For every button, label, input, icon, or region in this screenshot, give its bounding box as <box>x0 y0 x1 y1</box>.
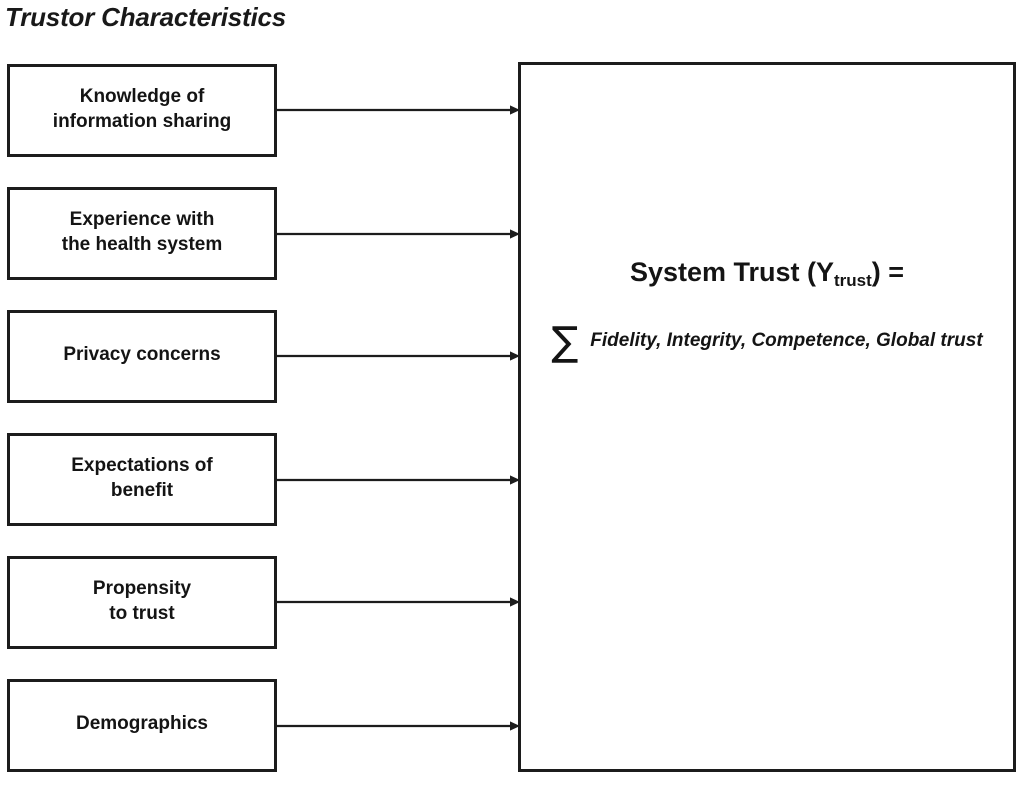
outcome-heading-suffix: ) = <box>871 257 905 287</box>
connector-arrow <box>277 473 520 487</box>
factor-label: Expectations of benefit <box>71 455 213 501</box>
factor-box: Expectations of benefit <box>7 433 277 526</box>
outcome-heading-subscript: trust <box>834 271 872 290</box>
factor-box: Propensity to trust <box>7 556 277 649</box>
factor-box: Knowledge of information sharing <box>7 64 277 157</box>
factor-label: Privacy concerns <box>63 344 221 366</box>
factor-label: Propensity to trust <box>92 578 192 624</box>
factor-label: Experience with the health system <box>61 209 223 255</box>
connector-arrow <box>277 595 520 609</box>
connector-arrow <box>277 227 520 241</box>
outcome-heading-prefix: System Trust (Y <box>629 257 835 287</box>
factor-label: Knowledge of information sharing <box>52 86 232 132</box>
connector-arrow <box>277 349 520 363</box>
connector-arrow <box>277 719 520 733</box>
page-title: Trustor Characteristics <box>5 2 287 32</box>
factor-box: Experience with the health system <box>7 187 277 280</box>
factor-label: Demographics <box>76 713 208 735</box>
outcome-formula: ∑ Fidelity, Integrity, Competence, Globa… <box>521 319 1013 365</box>
outcome-panel: System Trust (Ytrust) = ∑ Fidelity, Inte… <box>518 62 1016 772</box>
outcome-heading: System Trust (Ytrust) = <box>521 257 1013 290</box>
factor-box: Privacy concerns <box>7 310 277 403</box>
factor-box: Demographics <box>7 679 277 772</box>
outcome-components-label: Fidelity, Integrity, Competence, Global … <box>590 330 983 351</box>
summation-sigma-icon: ∑ <box>551 319 579 365</box>
connector-arrow <box>277 103 520 117</box>
